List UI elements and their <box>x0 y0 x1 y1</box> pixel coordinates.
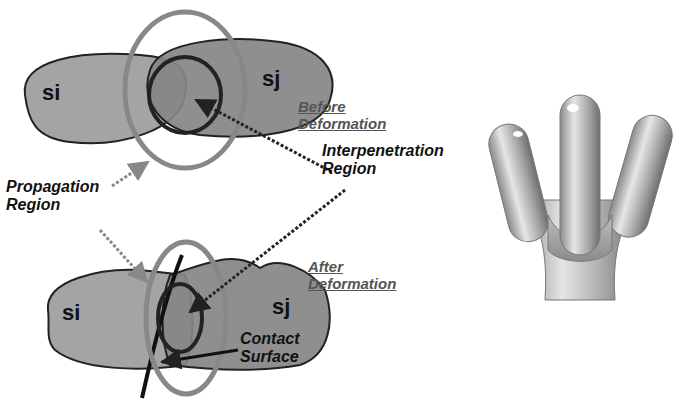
interpenetration-ring <box>158 284 202 352</box>
propagation-ring <box>125 12 245 168</box>
stage-label: After Deformation <box>308 258 398 293</box>
leader-line <box>162 350 238 362</box>
region-label: Propagation Region <box>6 178 116 215</box>
propagation-ring <box>146 242 226 394</box>
shape-label: sj <box>262 68 280 90</box>
stage-label: Before Deformation <box>298 98 388 133</box>
region-label: Contact Surface <box>240 330 330 367</box>
shape-label: si <box>62 302 80 324</box>
interpenetration-ring <box>149 57 221 133</box>
leader-line <box>100 230 147 282</box>
leader-line <box>190 190 345 312</box>
shape-label: sj <box>272 296 290 318</box>
contact-surface <box>142 255 182 398</box>
blended-surface-figure <box>485 95 677 300</box>
leader-line <box>112 162 148 186</box>
shape-label: si <box>42 82 60 104</box>
region-label: Interpenetration Region <box>322 142 462 179</box>
